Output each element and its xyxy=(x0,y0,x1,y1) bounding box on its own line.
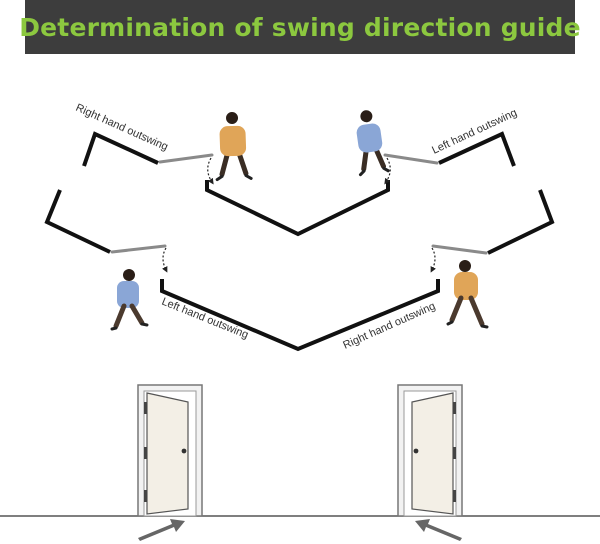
person-icon xyxy=(110,269,149,331)
door-leaf-top-left xyxy=(158,153,214,164)
door-icon xyxy=(137,384,203,517)
door-leaf-top-right xyxy=(383,153,439,165)
swing-arc-icon xyxy=(430,247,437,273)
swing-arc-icon xyxy=(384,157,391,185)
right-outer-wall xyxy=(487,189,555,255)
swing-arc-icon xyxy=(207,157,214,185)
person-icon xyxy=(446,260,489,329)
swing-arc-icon xyxy=(161,247,168,273)
door-leaves xyxy=(110,153,488,255)
upper-wall-plan xyxy=(82,131,516,237)
entry-arrow-icon xyxy=(138,519,185,541)
label-bottom-left: Left hand outswing xyxy=(160,296,250,342)
lower-center-wall xyxy=(160,279,440,352)
left-outer-wall xyxy=(44,189,111,254)
title-banner: Determination of swing direction guide xyxy=(19,0,581,54)
person-icon xyxy=(215,112,253,182)
page-title: Determination of swing direction guide xyxy=(19,12,581,42)
entry-arrow-icon xyxy=(415,519,462,541)
upper-center-wall xyxy=(205,180,390,237)
door-leaf-bottom-left xyxy=(110,244,167,254)
door-icon xyxy=(397,384,463,517)
door-leaf-bottom-right xyxy=(431,244,488,255)
lower-wall-plan xyxy=(44,189,555,352)
top-right-wall xyxy=(438,131,516,167)
person-icon xyxy=(356,110,390,177)
top-left-wall xyxy=(82,131,159,167)
